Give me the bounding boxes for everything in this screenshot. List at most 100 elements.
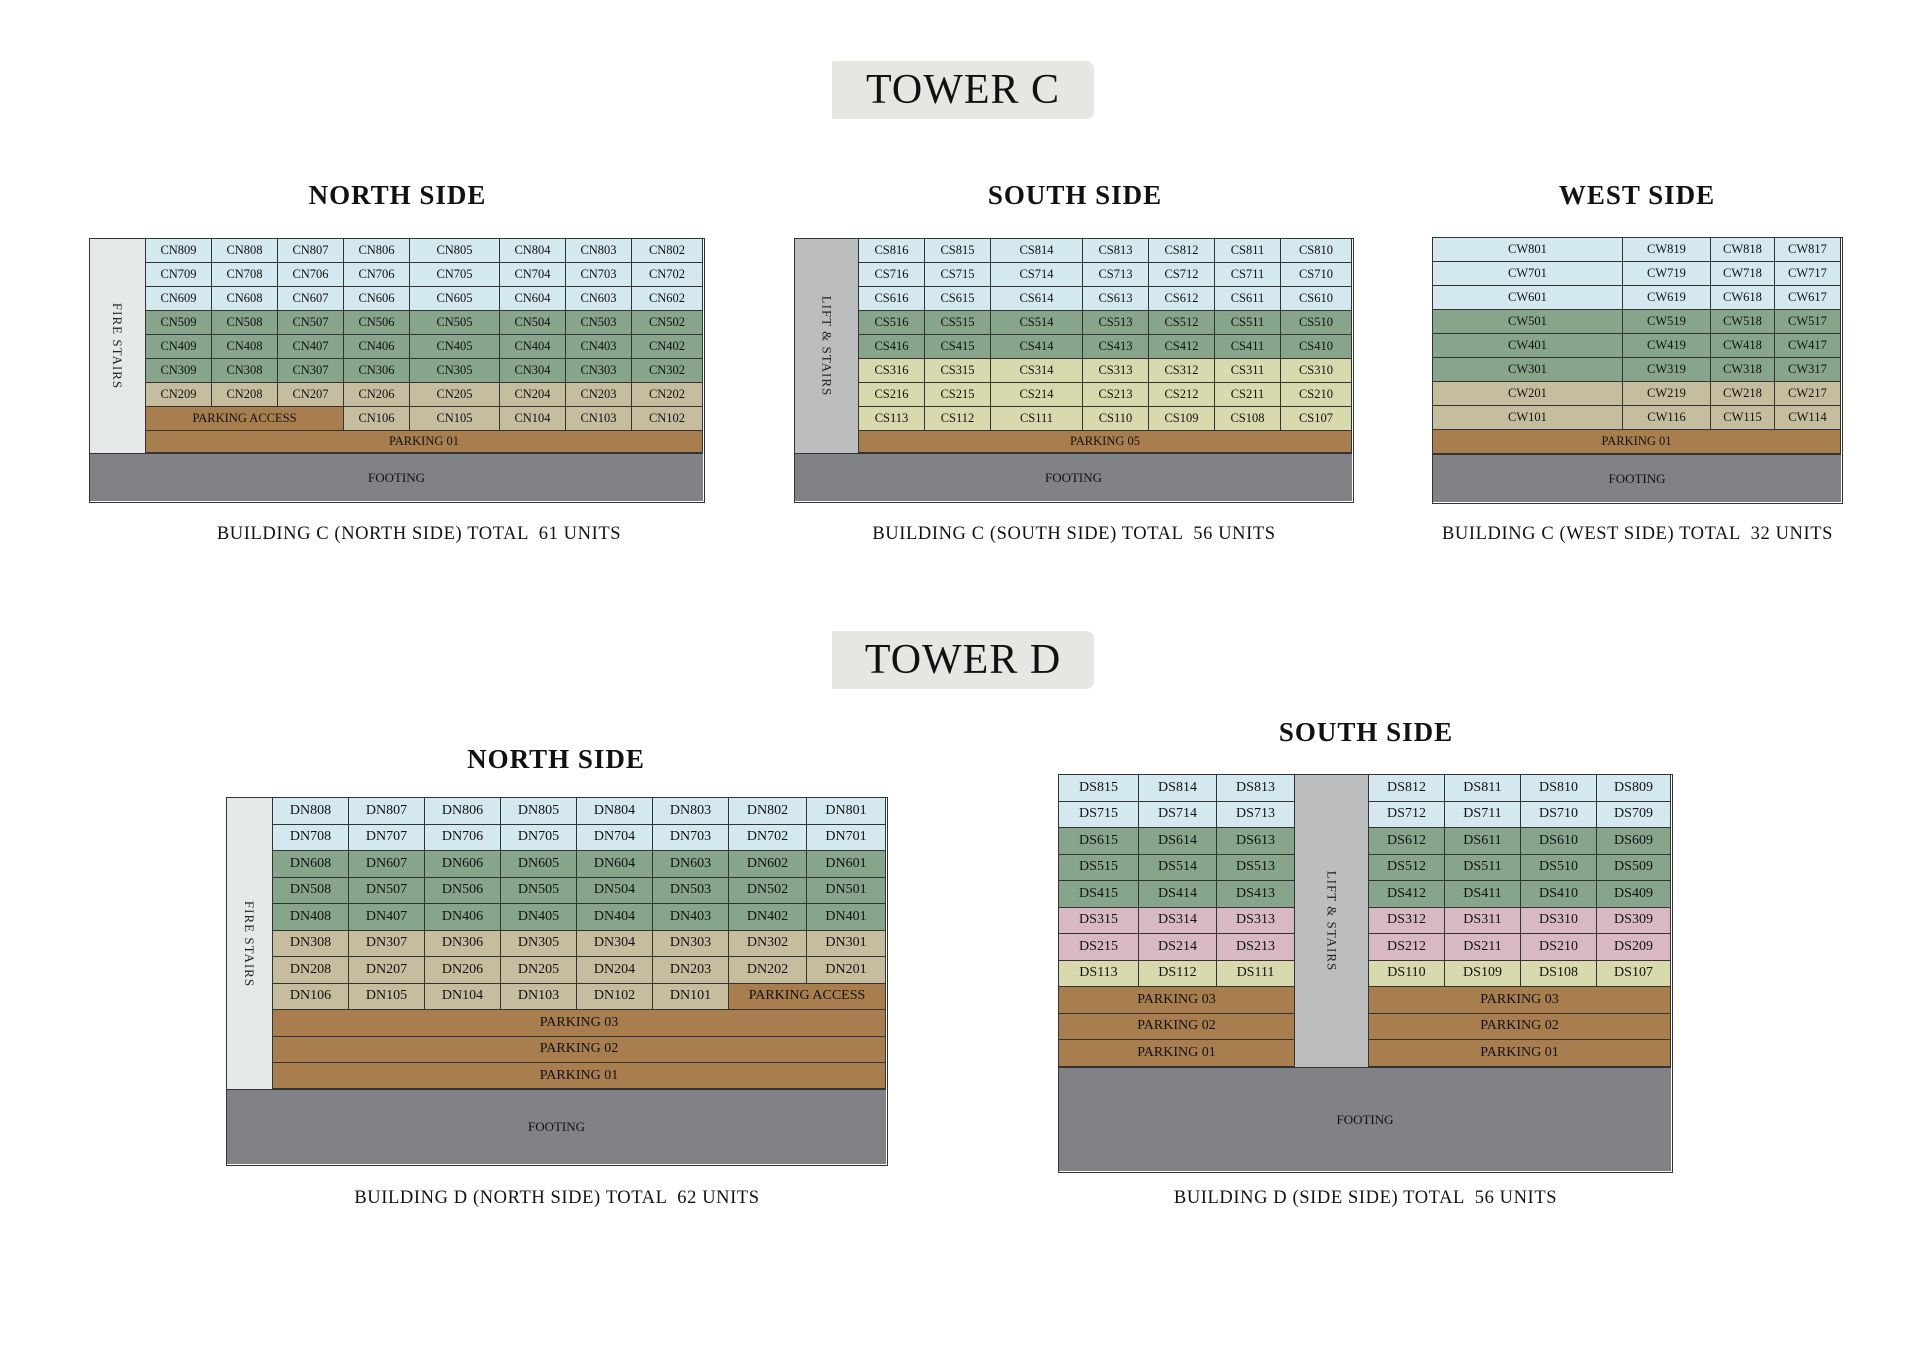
unit-cell: CS212 bbox=[1149, 383, 1215, 407]
unit-cell: DN701 bbox=[807, 824, 886, 851]
unit-cell: DN704 bbox=[577, 824, 653, 851]
unit-cell: CW517 bbox=[1775, 310, 1841, 334]
unit-cell: CS109 bbox=[1149, 407, 1215, 431]
unit-cell: DN304 bbox=[577, 930, 653, 957]
unit-cell: DN607 bbox=[349, 851, 425, 878]
stairs-core: LIFT & STAIRS bbox=[795, 239, 859, 453]
unit-cell: DS110 bbox=[1369, 960, 1445, 987]
tower-c-west-title: WEST SIDE bbox=[1558, 180, 1716, 210]
unit-cell: CN105 bbox=[410, 407, 500, 431]
stairs-core: LIFT & STAIRS bbox=[1295, 775, 1369, 1067]
unit-cell: CN802 bbox=[632, 239, 703, 263]
unit-cell: CS510 bbox=[1281, 311, 1352, 335]
unit-cell: DS112 bbox=[1139, 960, 1217, 987]
footing: FOOTING bbox=[795, 453, 1352, 501]
unit-cell: CN305 bbox=[410, 359, 500, 383]
unit-cell: DN803 bbox=[653, 798, 729, 825]
unit-cell: DS410 bbox=[1521, 881, 1597, 908]
unit-cell: DS514 bbox=[1139, 854, 1217, 881]
unit-cell: DS710 bbox=[1521, 801, 1597, 828]
tower-c-north-caption: BUILDING C (NORTH SIDE) TOTAL 61 UNITS bbox=[216, 524, 622, 544]
unit-cell: DN606 bbox=[425, 851, 501, 878]
unit-cell: DN407 bbox=[349, 904, 425, 931]
unit-cell: CS610 bbox=[1281, 287, 1352, 311]
unit-cell: DS715 bbox=[1059, 801, 1139, 828]
unit-cell: CN304 bbox=[500, 359, 566, 383]
stairs-label: FIRE STAIRS bbox=[110, 302, 126, 390]
stairs-label: FIRE STAIRS bbox=[242, 900, 258, 987]
unit-cell: CS814 bbox=[991, 239, 1083, 263]
unit-cell: CW318 bbox=[1711, 358, 1775, 382]
unit-cell: CS314 bbox=[991, 359, 1083, 383]
unit-cell: DN602 bbox=[729, 851, 807, 878]
unit-cell: CS415 bbox=[925, 335, 991, 359]
unit-cell: DN706 bbox=[425, 824, 501, 851]
unit-cell: CS111 bbox=[991, 407, 1083, 431]
unit-cell: DS313 bbox=[1217, 907, 1295, 934]
footing: FOOTING bbox=[90, 453, 703, 501]
unit-cell: DN807 bbox=[349, 798, 425, 825]
parking-label: PARKING 05 bbox=[859, 431, 1352, 453]
unit-cell: CS216 bbox=[859, 383, 925, 407]
unit-cell: CN202 bbox=[632, 383, 703, 407]
unit-cell: DS610 bbox=[1521, 828, 1597, 855]
unit-cell: CW518 bbox=[1711, 310, 1775, 334]
unit-cell: CN608 bbox=[212, 287, 278, 311]
unit-cell: CS516 bbox=[859, 311, 925, 335]
unit-cell: CN403 bbox=[566, 335, 632, 359]
unit-cell: DN801 bbox=[807, 798, 886, 825]
parking-label: PARKING 01 bbox=[273, 1063, 886, 1089]
unit-cell: DS811 bbox=[1445, 775, 1521, 802]
unit-cell: DS709 bbox=[1597, 801, 1671, 828]
unit-cell: DN507 bbox=[349, 877, 425, 904]
unit-cell: CW618 bbox=[1711, 286, 1775, 310]
unit-cell: CS416 bbox=[859, 335, 925, 359]
unit-cell: DN203 bbox=[653, 957, 729, 984]
unit-cell: DN408 bbox=[273, 904, 349, 931]
unit-cell: DN702 bbox=[729, 824, 807, 851]
unit-cell: DS414 bbox=[1139, 881, 1217, 908]
unit-cell: DN105 bbox=[349, 983, 425, 1010]
unit-cell: CN206 bbox=[344, 383, 410, 407]
unit-cell: CW217 bbox=[1775, 382, 1841, 406]
unit-cell: DS314 bbox=[1139, 907, 1217, 934]
unit-cell: DN106 bbox=[273, 983, 349, 1010]
unit-cell: CN309 bbox=[146, 359, 212, 383]
unit-cell: CN703 bbox=[566, 263, 632, 287]
unit-cell: DN705 bbox=[501, 824, 577, 851]
unit-cell: CN509 bbox=[146, 311, 212, 335]
unit-cell: CN706 bbox=[344, 263, 410, 287]
unit-cell: CS414 bbox=[991, 335, 1083, 359]
unit-cell: DN601 bbox=[807, 851, 886, 878]
unit-cell: DS609 bbox=[1597, 828, 1671, 855]
unit-cell: CN508 bbox=[212, 311, 278, 335]
unit-cell: DN605 bbox=[501, 851, 577, 878]
unit-cell: CS512 bbox=[1149, 311, 1215, 335]
unit-cell: CS107 bbox=[1281, 407, 1352, 431]
parking-label: PARKING 01 bbox=[146, 431, 703, 453]
unit-cell: DS409 bbox=[1597, 881, 1671, 908]
unit-cell: CN404 bbox=[500, 335, 566, 359]
unit-cell: CN803 bbox=[566, 239, 632, 263]
unit-cell: DN505 bbox=[501, 877, 577, 904]
unit-cell: CS616 bbox=[859, 287, 925, 311]
unit-cell: CN605 bbox=[410, 287, 500, 311]
unit-cell: DS415 bbox=[1059, 881, 1139, 908]
unit-cell: CN406 bbox=[344, 335, 410, 359]
unit-cell: CN208 bbox=[212, 383, 278, 407]
unit-cell: DS111 bbox=[1217, 960, 1295, 987]
unit-cell: CW114 bbox=[1775, 406, 1841, 430]
unit-cell: CS316 bbox=[859, 359, 925, 383]
unit-cell: CS310 bbox=[1281, 359, 1352, 383]
parking-label: PARKING 02 bbox=[273, 1036, 886, 1063]
unit-cell: DN503 bbox=[653, 877, 729, 904]
unit-cell: DS813 bbox=[1217, 775, 1295, 802]
parking-label: PARKING ACCESS bbox=[729, 983, 886, 1010]
unit-cell: DN406 bbox=[425, 904, 501, 931]
parking-label: PARKING 01 bbox=[1369, 1040, 1671, 1067]
unit-cell: DS611 bbox=[1445, 828, 1521, 855]
unit-cell: CW418 bbox=[1711, 334, 1775, 358]
unit-cell: DN808 bbox=[273, 798, 349, 825]
unit-cell: CN306 bbox=[344, 359, 410, 383]
